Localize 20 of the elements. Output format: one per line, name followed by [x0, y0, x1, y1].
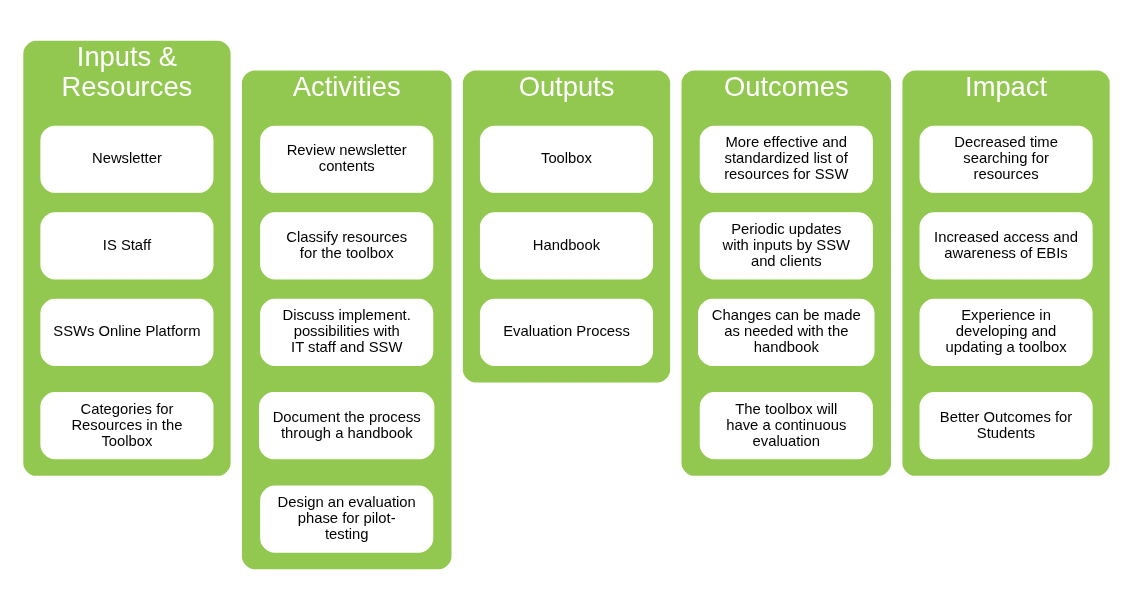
node-box: IS Staff [40, 211, 214, 279]
node-box: Discuss implement. possibilities with IT staff and SSW [260, 298, 434, 366]
node-box: SSWs Online Platform [40, 298, 214, 366]
node-box: Decreased time searching for resources [919, 125, 1093, 193]
node-box: Design an evaluation phase for pilot-testing [260, 485, 434, 553]
node-box: Periodic updates with inputs by SSW and clients [699, 211, 873, 279]
node-box: The toolbox will have a continuous evaluation [699, 391, 873, 459]
node-box: Experience in developing and updating a toolbox [919, 298, 1093, 366]
node-box: Handbook [479, 211, 654, 279]
node-box: Better Outcomes for Students [919, 391, 1093, 459]
node-box: Toolbox [479, 125, 654, 193]
node-box: More effective and standardized list of resources for SSW [699, 125, 873, 193]
node-box: Classify resources for the toolbox [260, 211, 434, 279]
node-box: Review newsletter contents [260, 125, 434, 193]
node-box: Categories for Resources in the Toolbox [40, 391, 214, 459]
node-box: Evaluation Process [479, 298, 654, 366]
node-box: Changes can be made as needed with the handbook [698, 298, 875, 366]
node-box: Newsletter [40, 125, 214, 193]
node-box: Increased access and awareness of EBIs [919, 211, 1093, 279]
node-box: Document the process through a handbook [259, 391, 435, 459]
